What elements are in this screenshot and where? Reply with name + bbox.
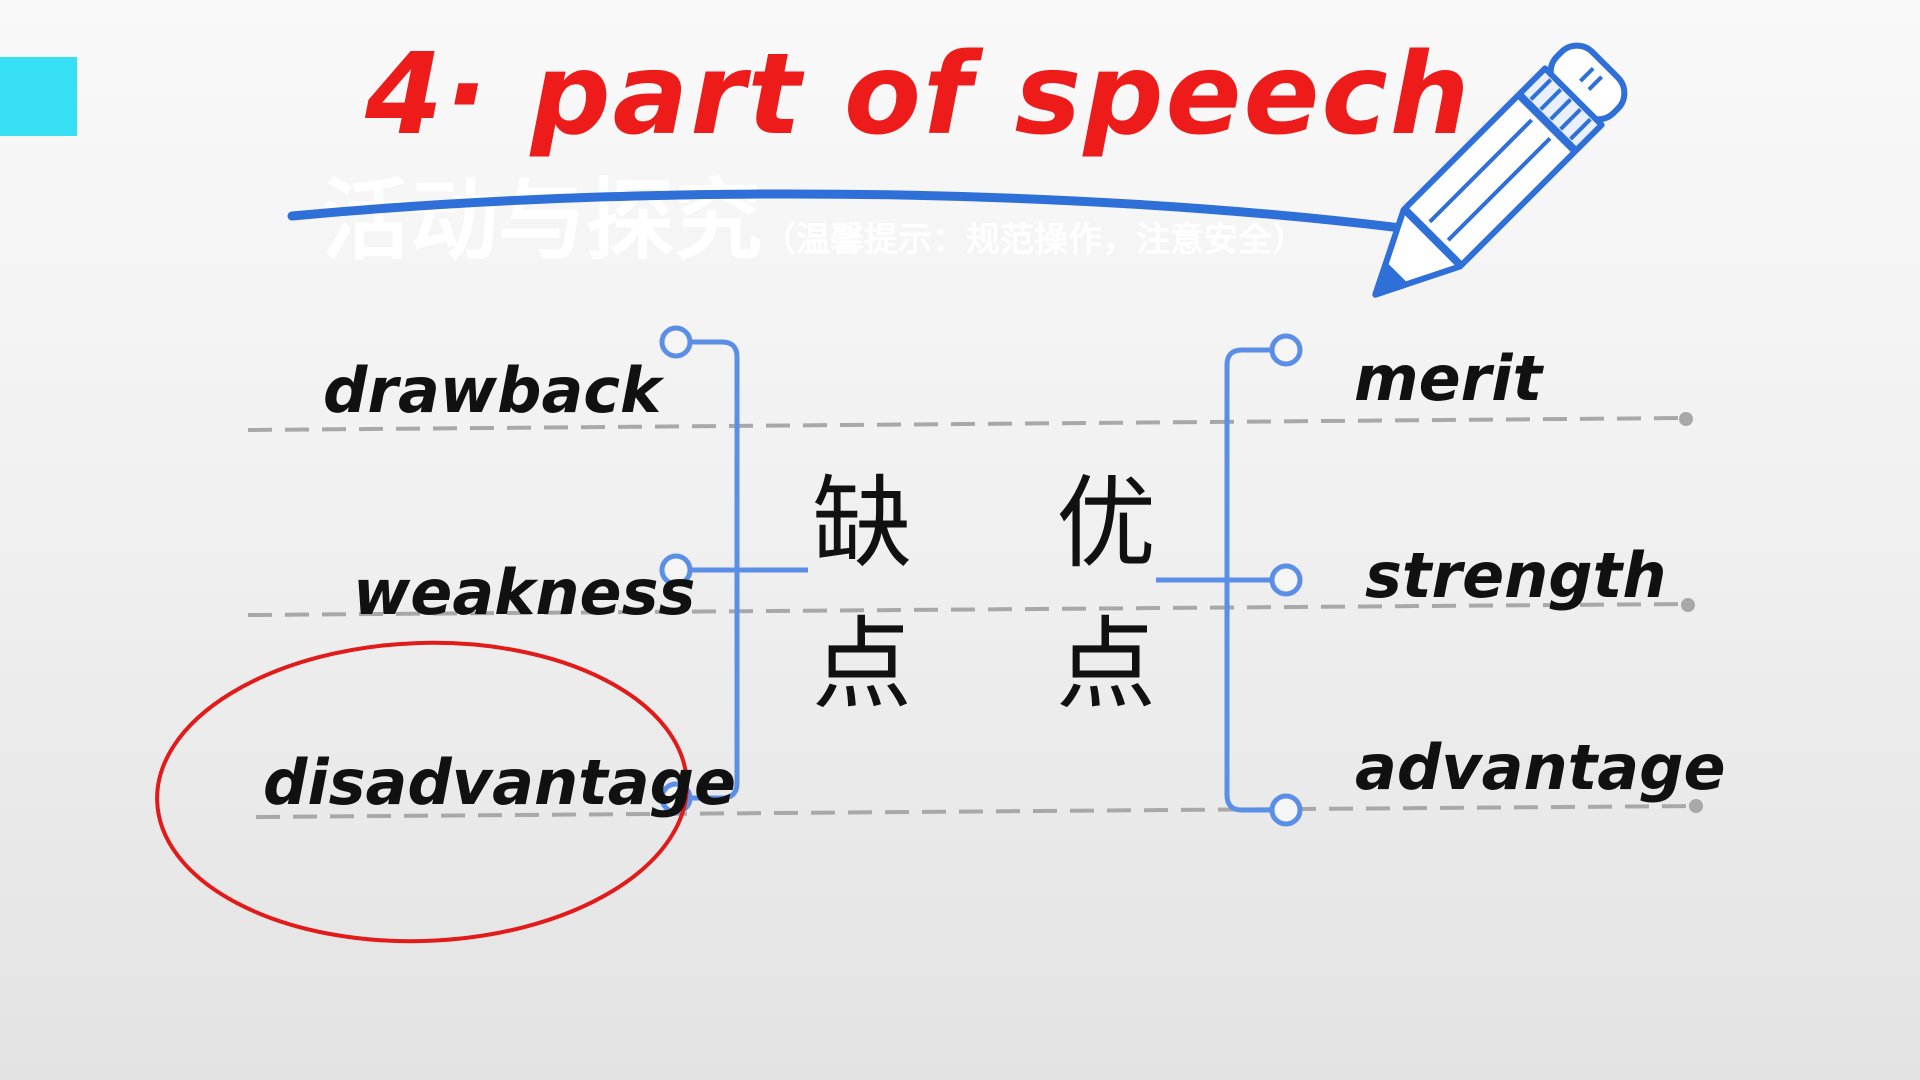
word-merit: merit: [1354, 342, 1543, 415]
right-node-merit: [1269, 333, 1303, 367]
word-strength: strength: [1365, 539, 1667, 612]
word-drawback: drawback: [323, 354, 662, 427]
center-right-char-2: 点: [1056, 606, 1156, 723]
left-bracket: [690, 339, 808, 801]
right-node-strength: [1269, 563, 1303, 597]
watermark-main: 活动与探究: [322, 169, 763, 272]
dashed-line-1-end-dot: [1679, 412, 1693, 426]
watermark-hint: （温馨提示：规范操作，注意安全）: [762, 220, 1307, 260]
word-disadvantage: disadvantage: [263, 746, 737, 819]
dashed-line-3-end-dot: [1689, 799, 1703, 813]
corner-accent-tab: [0, 57, 77, 136]
dashed-guides: [247, 416, 1696, 819]
left-node-weakness: [659, 553, 693, 587]
pencil-icon: [1372, 42, 1628, 298]
highlight-circle: [155, 640, 689, 944]
title-underline: [287, 189, 1467, 241]
dashed-line-2: [247, 602, 1689, 617]
dashed-line-2-end-dot: [1681, 598, 1695, 612]
watermark-text: 活动与探究（温馨提示：规范操作，注意安全）: [322, 150, 1306, 277]
center-right-char-1: 优: [1056, 465, 1156, 582]
slide-title: 4· part of speech: [365, 30, 1472, 160]
dashed-line-1: [247, 416, 1686, 432]
word-advantage: advantage: [1355, 731, 1726, 804]
right-node-advantage: [1269, 793, 1303, 827]
right-bracket: [1156, 347, 1272, 813]
dashed-line-3: [255, 804, 1696, 819]
word-weakness: weakness: [353, 556, 696, 629]
center-left-char-2: 点: [812, 606, 912, 723]
left-node-drawback: [659, 325, 693, 359]
center-left-char-1: 缺: [812, 465, 912, 582]
